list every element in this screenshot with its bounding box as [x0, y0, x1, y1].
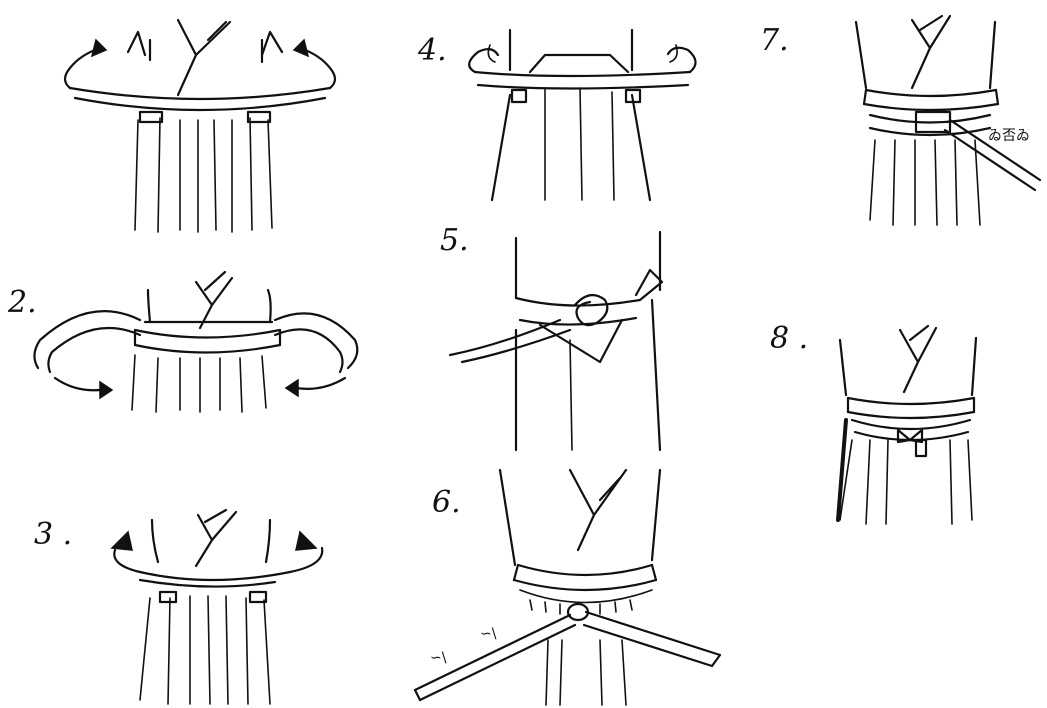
step-3-number: 3 . [34, 517, 72, 552]
step-6-mark-1: ∽\ [430, 650, 447, 666]
step-2-figure [34, 272, 357, 412]
step-4-figure [469, 30, 695, 200]
step-4-number: 4. [417, 33, 447, 68]
step-7-note: ゐ否ゐ [988, 128, 1030, 144]
step-2-number: 2. [7, 285, 37, 320]
arrow-right-icon [294, 40, 308, 56]
step-6-mark-2: ∽\ [480, 626, 497, 642]
arrow-left-icon [112, 532, 132, 550]
step-5-figure [450, 232, 662, 450]
step-5-number: 5. [440, 223, 469, 258]
step-8-number: 8 . [770, 321, 808, 356]
step-8-figure [838, 326, 976, 524]
arrow-left-icon [286, 380, 298, 396]
step-7-number: 7. [760, 23, 789, 58]
step-6-figure: ∽\ ∽\ [415, 470, 720, 705]
arrow-right-icon [296, 532, 316, 550]
arrow-right-icon [100, 382, 112, 398]
step-3-figure [112, 510, 322, 704]
step-6-number: 6. [432, 485, 461, 520]
step-1-figure [65, 20, 335, 232]
arrow-left-icon [92, 40, 106, 56]
step-7-figure: ゐ否ゐ [856, 16, 1040, 225]
